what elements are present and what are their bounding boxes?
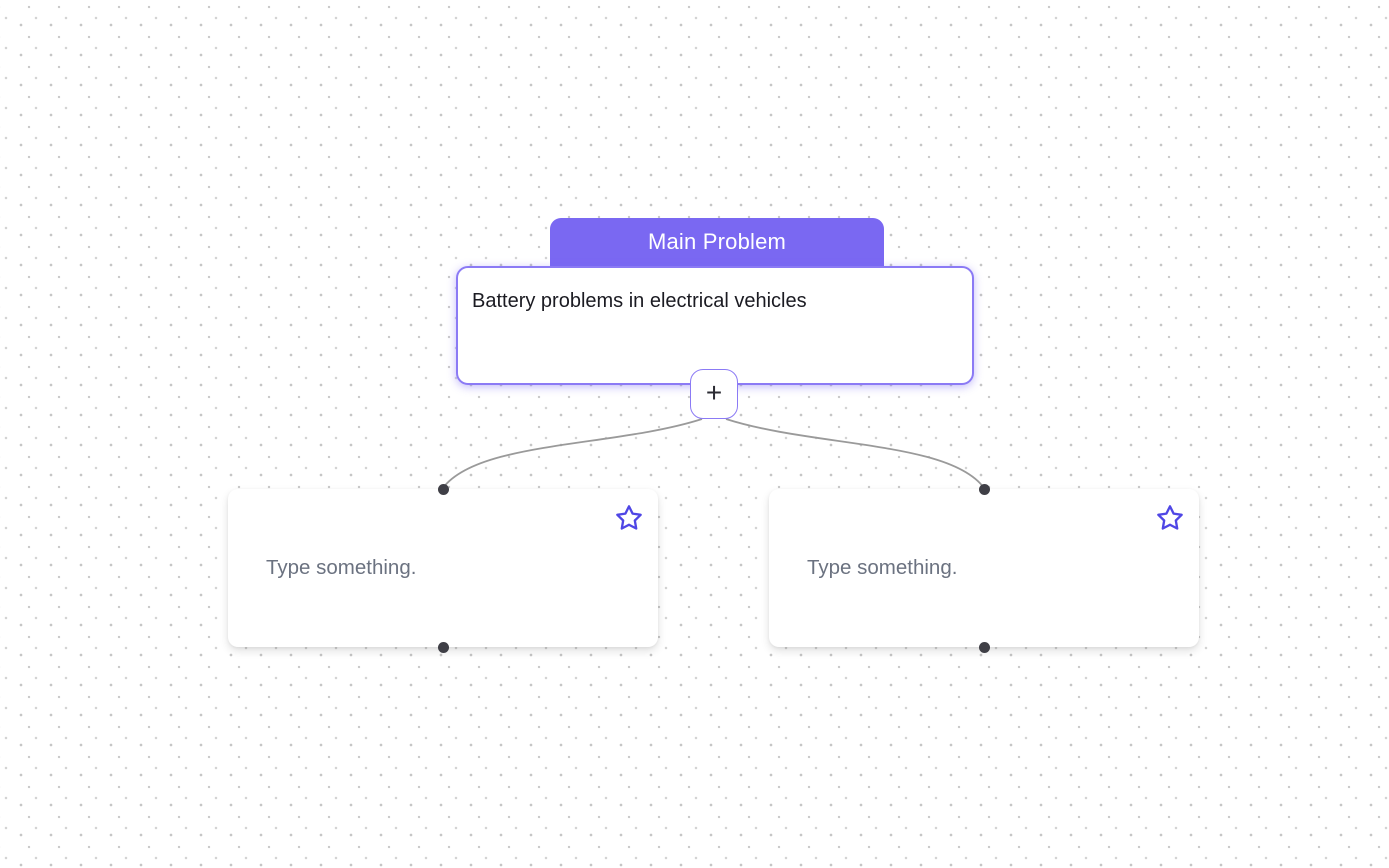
node-text-input[interactable]: Type something. (807, 556, 958, 579)
connection-handle-right-top[interactable] (978, 483, 990, 495)
main-problem-header-label: Main Problem (647, 229, 787, 254)
child-node-right[interactable]: Type something. (769, 489, 1199, 647)
add-child-button[interactable]: + (690, 369, 738, 419)
connection-handle-left-bottom[interactable] (437, 641, 449, 653)
main-problem-text[interactable]: Battery problems in electrical vehicles (456, 266, 974, 385)
connection-handle-left-top[interactable] (437, 483, 449, 495)
star-icon (615, 504, 643, 532)
edge-to-left-child (442, 418, 703, 489)
connection-handle-right-bottom[interactable] (978, 641, 990, 653)
edge-to-right-child (725, 418, 985, 489)
node-text-input[interactable]: Type something. (266, 556, 417, 579)
star-button[interactable] (614, 503, 643, 532)
star-icon (1156, 504, 1184, 532)
child-node-left[interactable]: Type something. (228, 489, 658, 647)
star-button[interactable] (1155, 503, 1184, 532)
